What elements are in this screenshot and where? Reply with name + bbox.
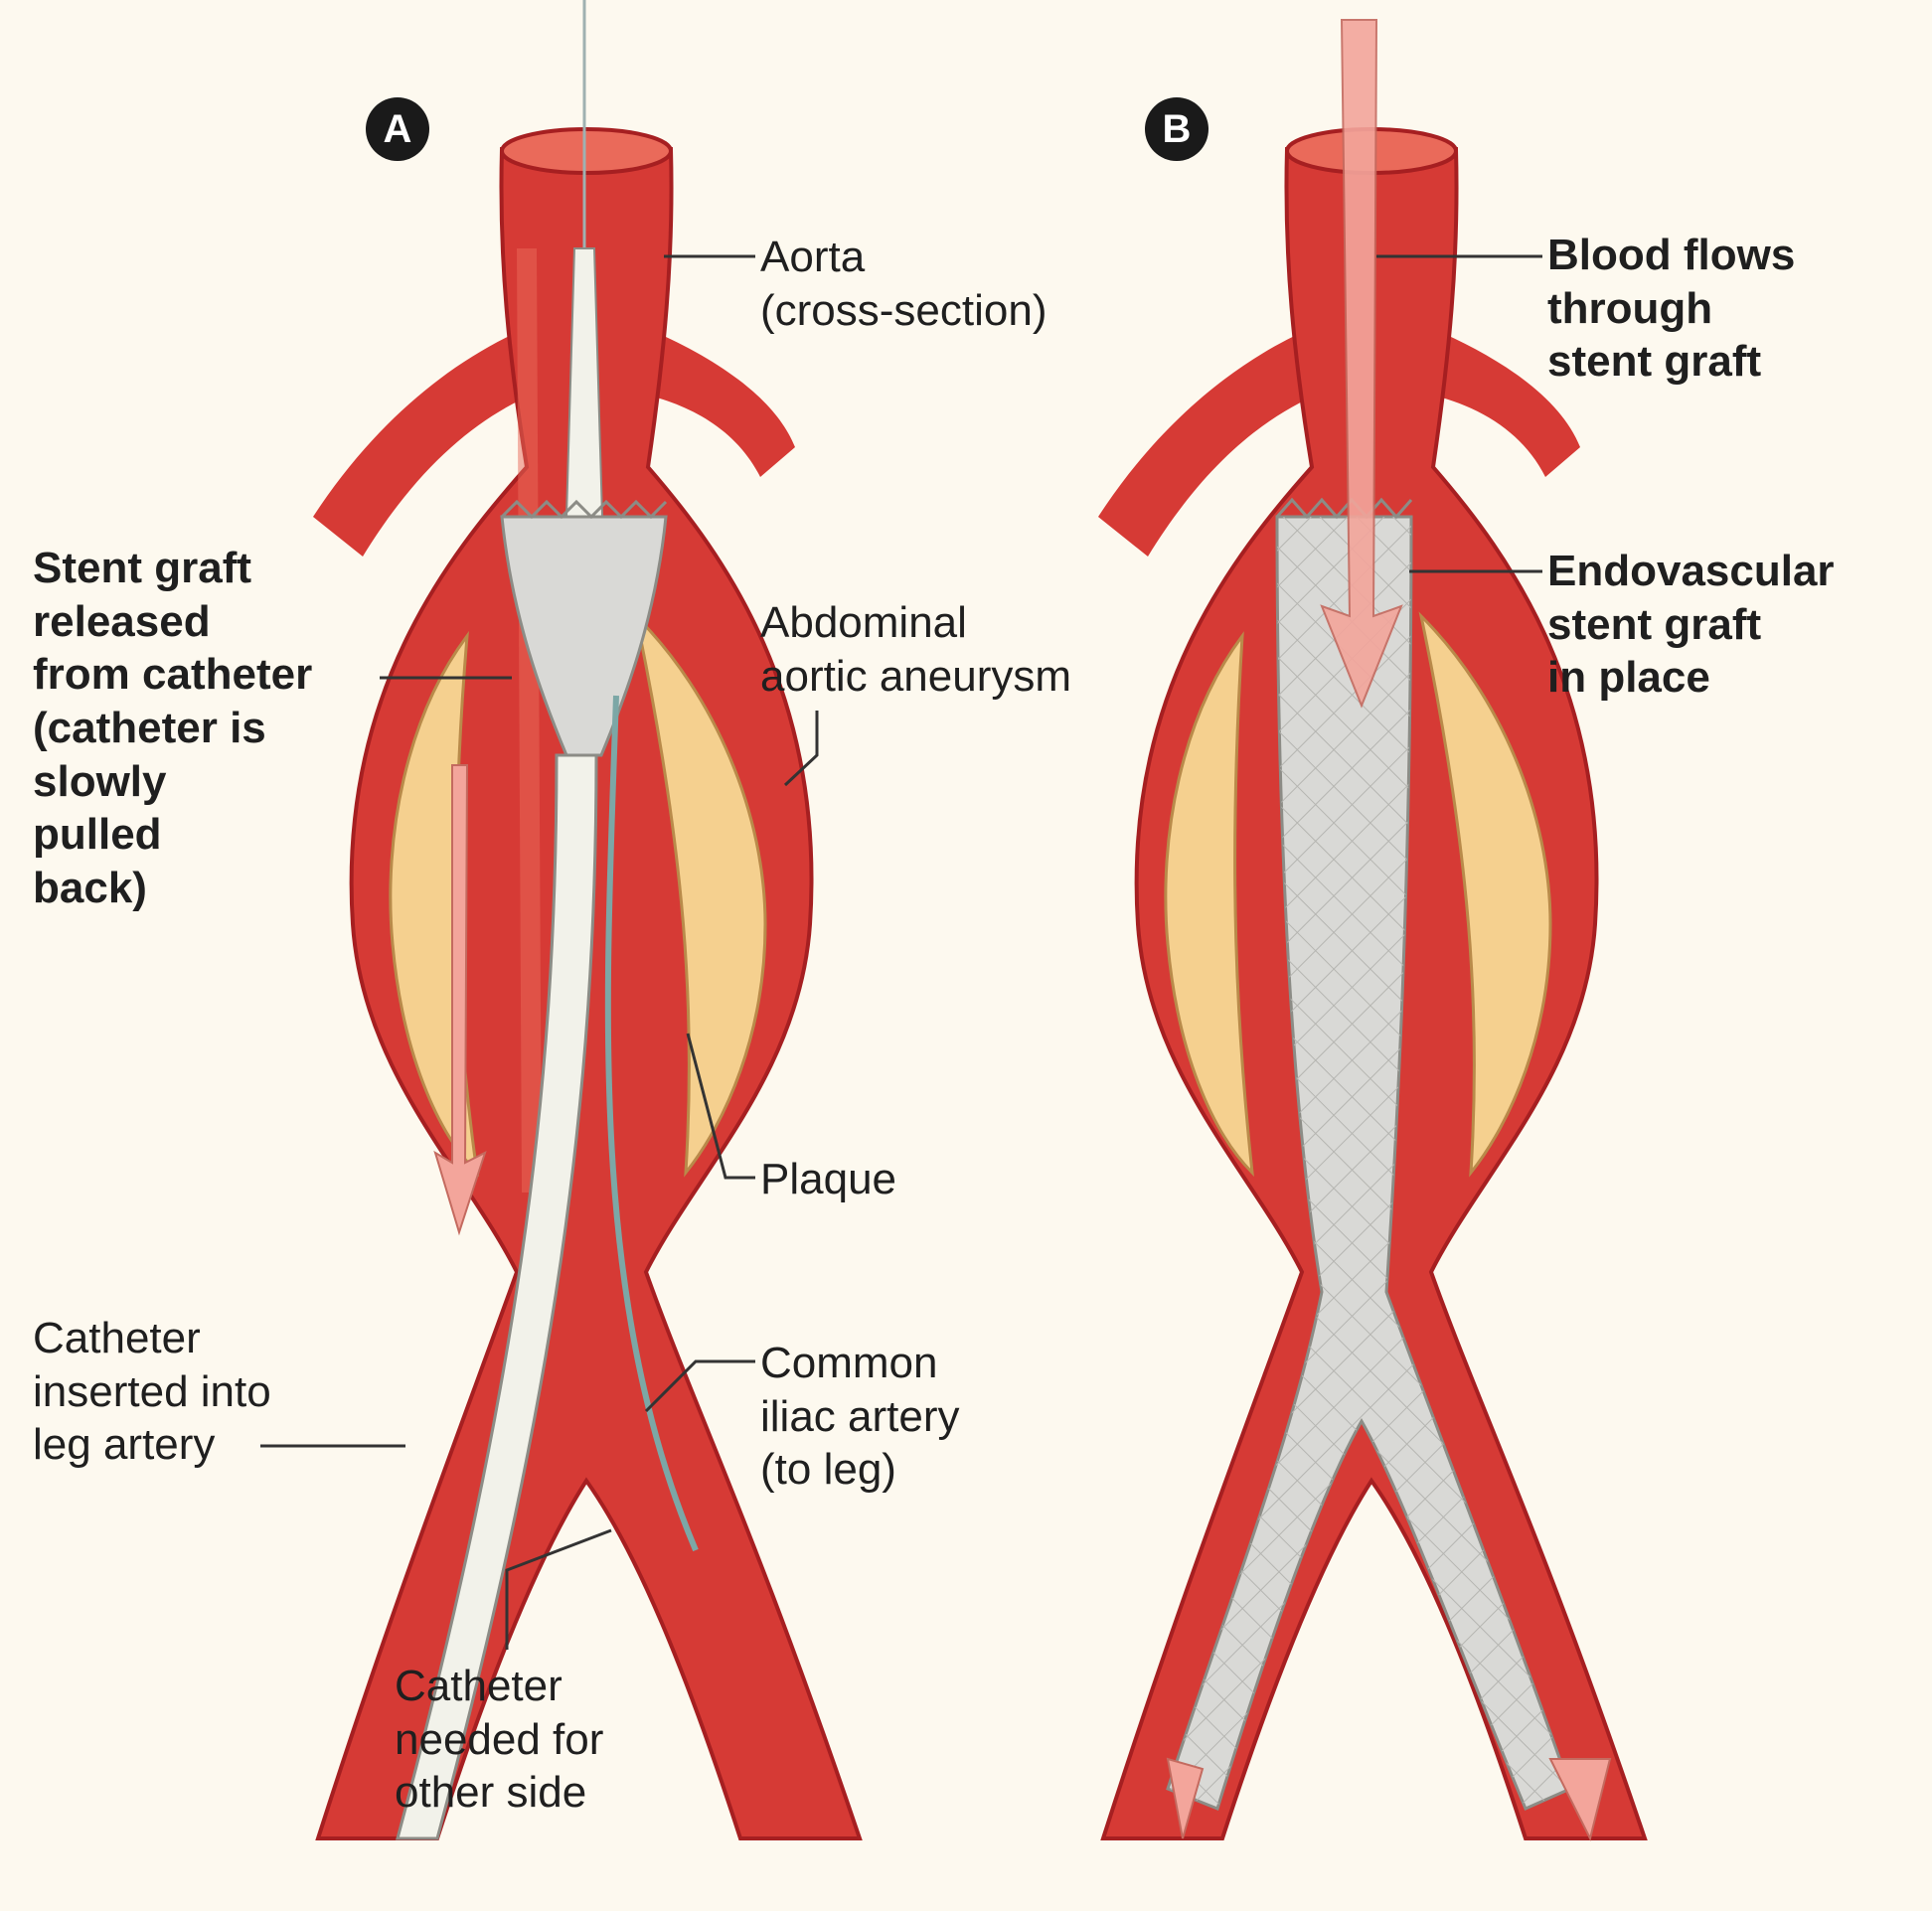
label-aorta: Aorta (cross-section) [760, 233, 1047, 335]
flow-arrow-left-b [1166, 1757, 1205, 1839]
leader-aneurysm [783, 711, 819, 787]
panel-b-badge: B [1145, 97, 1208, 161]
label-blood-flows: Blood flows through stent graft [1547, 231, 1796, 387]
left-branch-artery [313, 328, 537, 557]
flow-arrow-down-b [1320, 19, 1403, 709]
right-branch-artery [636, 328, 795, 477]
label-catheter-other-side: Catheter needed for other side [395, 1662, 604, 1818]
label-aneurysm: Abdominal aortic aneurysm [760, 598, 1072, 701]
catheter-a [396, 753, 598, 1840]
right-branch-artery-b [1421, 328, 1580, 477]
flow-arrow-a [433, 764, 487, 1236]
catheter-other-a [604, 695, 699, 1552]
left-branch-artery-b [1098, 328, 1322, 557]
label-endovascular: Endovascular stent graft in place [1547, 547, 1835, 703]
plaque-right-b [1418, 611, 1552, 1178]
label-catheter-inserted: Catheter inserted into leg artery [33, 1314, 271, 1470]
label-stent-released: Stent graft released from catheter (cath… [33, 544, 313, 913]
plaque-right-a [633, 611, 767, 1178]
label-common-iliac: Common iliac artery (to leg) [760, 1339, 960, 1495]
leader-catheter-other [505, 1528, 612, 1650]
leader-lines [260, 254, 1542, 1650]
panel-a-illustration [313, 0, 863, 1840]
flow-arrow-right-b [1548, 1758, 1612, 1841]
panel-a-badge: A [366, 97, 429, 161]
leader-plaque [686, 1033, 755, 1180]
stent-funnel-a [500, 515, 668, 757]
plaque-left-b [1164, 631, 1254, 1178]
leader-common-iliac [644, 1359, 755, 1413]
aorta-a-opening [500, 127, 673, 175]
label-plaque: Plaque [760, 1155, 897, 1203]
